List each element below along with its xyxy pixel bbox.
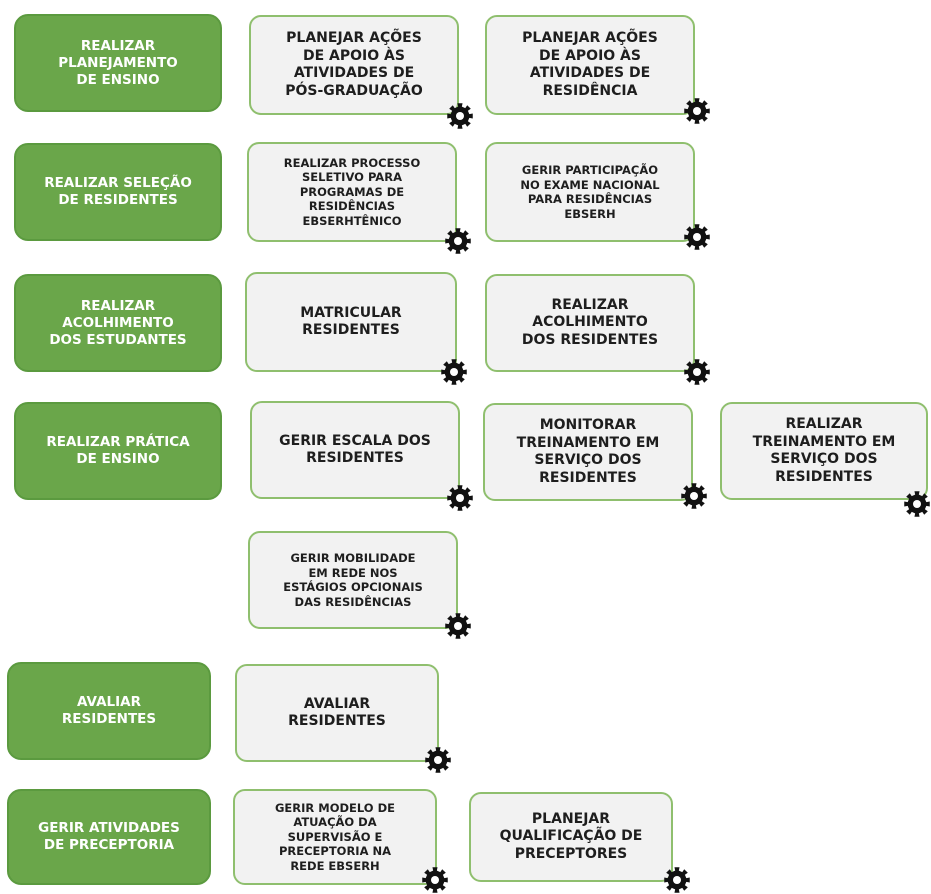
activity-realizar-acolhimento-dos-residentes: REALIZAR ACOLHIMENTO DOS RESIDENTES [485, 274, 695, 372]
process-realizar-selecao-de-residentes: REALIZAR SELEÇÃO DE RESIDENTES [14, 143, 222, 241]
activity-label: REALIZAR PROCESSO SELETIVO PARA PROGRAMA… [283, 155, 421, 228]
process-realizar-acolhimento-dos-estudantes: REALIZAR ACOLHIMENTO DOS ESTUDANTES [14, 274, 222, 372]
process-realizar-planejamento-de-ensino: REALIZAR PLANEJAMENTO DE ENSINO [14, 14, 222, 112]
activity-planejar-acoes-residencia: PLANEJAR AÇÕES DE APOIO ÀS ATIVIDADES DE… [485, 15, 695, 115]
process-gerir-atividades-de-preceptoria: GERIR ATIVIDADES DE PRECEPTORIA [7, 789, 211, 885]
activity-realizar-treinamento-em-servico: REALIZAR TREINAMENTO EM SERVIÇO DOS RESI… [720, 402, 928, 500]
activity-label: GERIR MODELO DE ATUAÇÃO DA SUPERVISÃO E … [274, 800, 395, 873]
activity-label: AVALIAR RESIDENTES [288, 695, 386, 730]
activity-label: MONITORAR TREINAMENTO EM SERVIÇO DOS RES… [516, 417, 660, 486]
activity-gerir-participacao-exame-nacional: GERIR PARTICIPAÇÃO NO EXAME NACIONAL PAR… [485, 142, 695, 242]
gear-icon [683, 358, 711, 386]
process-label: REALIZAR ACOLHIMENTO DOS ESTUDANTES [49, 297, 187, 348]
activity-label: PLANEJAR AÇÕES DE APOIO ÀS ATIVIDADES DE… [285, 30, 423, 99]
gear-icon [446, 484, 474, 512]
activity-monitorar-treinamento-em-servico: MONITORAR TREINAMENTO EM SERVIÇO DOS RES… [483, 403, 693, 501]
process-avaliar-residentes: AVALIAR RESIDENTES [7, 662, 211, 760]
gear-icon [421, 866, 449, 894]
gear-icon [446, 102, 474, 130]
process-label: REALIZAR SELEÇÃO DE RESIDENTES [44, 175, 192, 208]
gear-icon [683, 223, 711, 251]
activity-planejar-qualificacao-de-preceptores: PLANEJAR QUALIFICAÇÃO DE PRECEPTORES [469, 792, 673, 882]
activity-label: PLANEJAR QUALIFICAÇÃO DE PRECEPTORES [499, 810, 643, 862]
activity-realizar-processo-seletivo: REALIZAR PROCESSO SELETIVO PARA PROGRAMA… [247, 142, 457, 242]
activity-label: REALIZAR ACOLHIMENTO DOS RESIDENTES [521, 296, 659, 348]
activity-label: GERIR PARTICIPAÇÃO NO EXAME NACIONAL PAR… [520, 163, 660, 221]
process-realizar-pratica-de-ensino: REALIZAR PRÁTICA DE ENSINO [14, 402, 222, 500]
activity-label: PLANEJAR AÇÕES DE APOIO ÀS ATIVIDADES DE… [522, 30, 658, 99]
gear-icon [680, 482, 708, 510]
process-label: REALIZAR PRÁTICA DE ENSINO [46, 434, 190, 467]
activity-gerir-mobilidade-em-rede: GERIR MOBILIDADE EM REDE NOS ESTÁGIOS OP… [248, 531, 458, 629]
gear-icon [683, 97, 711, 125]
gear-icon [903, 490, 931, 518]
activity-gerir-escala-dos-residentes: GERIR ESCALA DOS RESIDENTES [250, 401, 460, 499]
activity-label: GERIR ESCALA DOS RESIDENTES [279, 432, 431, 467]
activity-matricular-residentes: MATRICULAR RESIDENTES [245, 272, 457, 372]
gear-icon [424, 746, 452, 774]
activity-label: MATRICULAR RESIDENTES [300, 304, 402, 339]
activity-label: REALIZAR TREINAMENTO EM SERVIÇO DOS RESI… [752, 416, 896, 485]
activity-label: GERIR MOBILIDADE EM REDE NOS ESTÁGIOS OP… [283, 551, 423, 609]
gear-icon [444, 227, 472, 255]
gear-icon [444, 612, 472, 640]
process-label: AVALIAR RESIDENTES [61, 694, 157, 727]
gear-icon [663, 866, 691, 894]
gear-icon [440, 358, 468, 386]
process-label: GERIR ATIVIDADES DE PRECEPTORIA [38, 820, 180, 853]
activity-avaliar-residentes: AVALIAR RESIDENTES [235, 664, 439, 762]
activity-planejar-acoes-pos-graduacao: PLANEJAR AÇÕES DE APOIO ÀS ATIVIDADES DE… [249, 15, 459, 115]
activity-gerir-modelo-de-atuacao: GERIR MODELO DE ATUAÇÃO DA SUPERVISÃO E … [233, 789, 437, 885]
process-label: REALIZAR PLANEJAMENTO DE ENSINO [58, 37, 178, 88]
